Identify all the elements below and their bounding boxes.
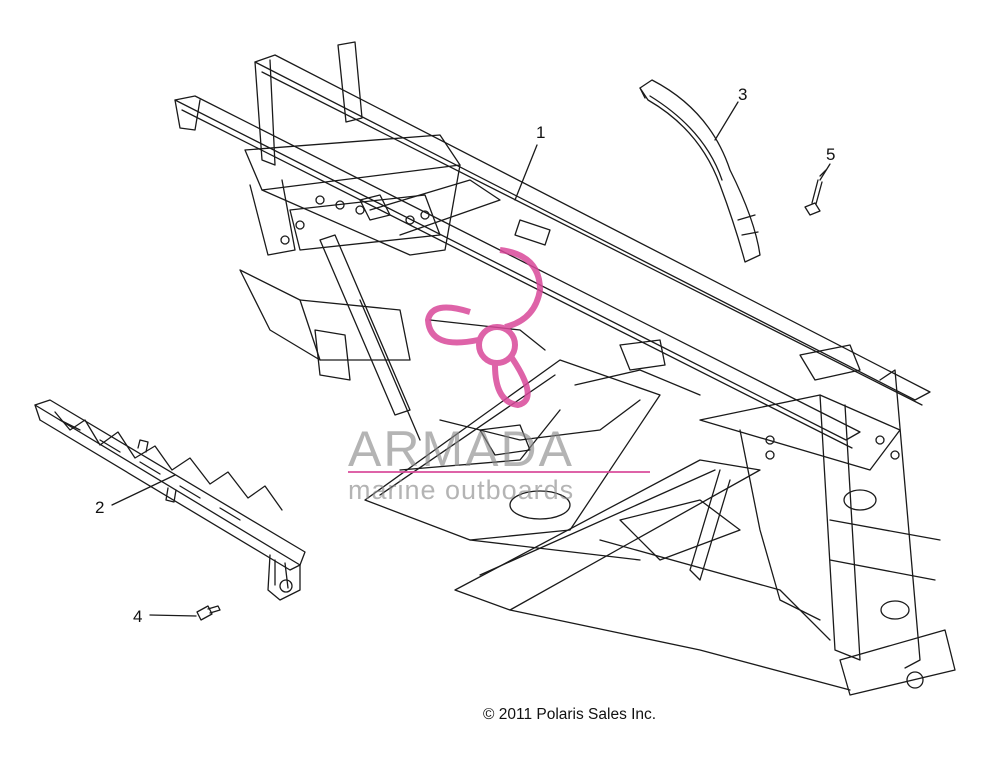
copyright-notice: © 2011 Polaris Sales Inc.	[483, 706, 657, 723]
callout-1: 1	[536, 123, 545, 142]
bolt-part	[149, 605, 221, 621]
main-frame-part	[174, 41, 956, 696]
side-rail-part	[34, 399, 306, 601]
propeller-icon	[424, 247, 544, 409]
curved-bar-part	[639, 79, 761, 263]
callout-3: 3	[738, 85, 747, 104]
callout-2: 2	[95, 498, 104, 517]
callout-4: 4	[133, 607, 142, 626]
fastener-part	[804, 169, 827, 216]
watermark-brand: ARMADA	[348, 421, 574, 477]
watermark-logo: ARMADA marine outboards	[348, 247, 650, 505]
leader-lines	[111, 101, 831, 506]
callout-5: 5	[826, 145, 835, 164]
watermark-tagline: marine outboards	[348, 475, 574, 505]
